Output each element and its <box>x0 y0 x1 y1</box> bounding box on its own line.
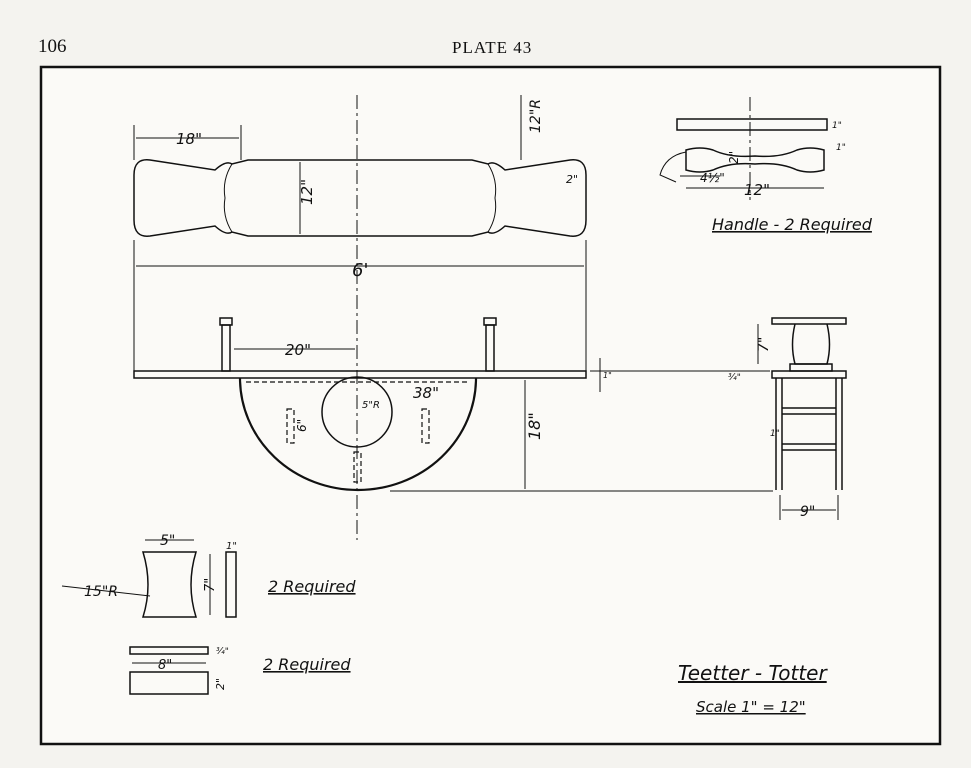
block-front-view <box>141 551 198 618</box>
end-view-board <box>771 370 847 379</box>
dim-12r-label: 12"R <box>528 99 544 133</box>
end-view-seat-top <box>771 317 847 325</box>
handle-d2-label: 2" <box>727 151 741 164</box>
block-d1-label: 1" <box>226 541 237 552</box>
board-top-view: 18" 12"R 12" 2" 6' <box>133 95 587 540</box>
center-hole <box>321 376 393 448</box>
end-view: 7" ¾" 1" 9" <box>728 317 847 520</box>
dim-18-height-label: 18" <box>525 412 544 440</box>
drawing-scale: Scale 1" = 12" <box>696 698 806 716</box>
bar-detail: 8" ¾" 2" 2 Required <box>129 646 351 695</box>
dim-1-side-label: 1" <box>770 429 780 439</box>
block-detail: 5" 1" 7" 15"R 2 Required <box>61 533 356 618</box>
right-slot <box>421 408 430 444</box>
dim-1-board-label: 1" <box>603 371 612 380</box>
bar-top-view <box>129 646 209 655</box>
handle-d1b-label: 1" <box>836 143 846 153</box>
handle-d1-label: 1" <box>832 121 842 131</box>
block-required-label: 2 Required <box>268 577 356 596</box>
block-d5-label: 5" <box>160 533 175 549</box>
handle-d12-label: 12" <box>744 181 770 199</box>
dim-2-label: 2" <box>566 173 578 186</box>
bottom-slot <box>353 451 362 483</box>
plate-title: PLATE 43 <box>452 38 533 57</box>
drawing-title: Teetter - Totter <box>678 661 828 685</box>
dim-6-slot-label: 6" <box>295 419 309 432</box>
right-notch <box>487 163 497 233</box>
handle-caption: Handle - 2 Required <box>712 215 873 234</box>
rocker-half-circle <box>238 377 478 492</box>
bar-required-label: 2 Required <box>263 655 351 674</box>
bar-side-view <box>129 671 209 695</box>
side-elevation: 20" 5"R 38" 6" 18" 1" <box>133 317 773 492</box>
dim-9-label: 9" <box>800 504 815 520</box>
dim-18-label: 18" <box>176 130 202 148</box>
bar-d8-label: 8" <box>158 658 172 673</box>
right-handle-post <box>485 324 495 372</box>
bar-d2-label: 2" <box>214 678 227 690</box>
handle-side-view <box>685 147 825 173</box>
bar-d3q-label: ¾" <box>216 647 229 657</box>
left-slot <box>286 408 295 444</box>
handle-top-view <box>676 118 828 131</box>
block-d15r-label: 15"R <box>84 584 118 600</box>
page-number: 106 <box>38 36 67 57</box>
plate-frame <box>39 65 942 746</box>
left-notch <box>223 163 233 233</box>
dim-12-label: 12" <box>298 179 316 205</box>
seat-board-side <box>133 370 587 379</box>
block-side-view <box>225 551 237 618</box>
handle-d4half-label: 4½" <box>700 171 725 185</box>
dim-6ft-label: 6' <box>352 260 368 281</box>
left-handle-post <box>221 324 231 372</box>
dim-3q-side-label: ¾" <box>728 373 741 383</box>
dim-20-label: 20" <box>285 341 311 359</box>
dim-38-label: 38" <box>413 384 439 402</box>
handle-detail: 2" 1" 1" 4½" 12" Handle - 2 Required <box>659 97 873 234</box>
dim-7-side-label: 7" <box>756 337 772 352</box>
block-d7-label: 7" <box>203 578 218 592</box>
seat-board-outline <box>133 159 587 237</box>
dim-5r-label: 5"R <box>362 400 380 411</box>
